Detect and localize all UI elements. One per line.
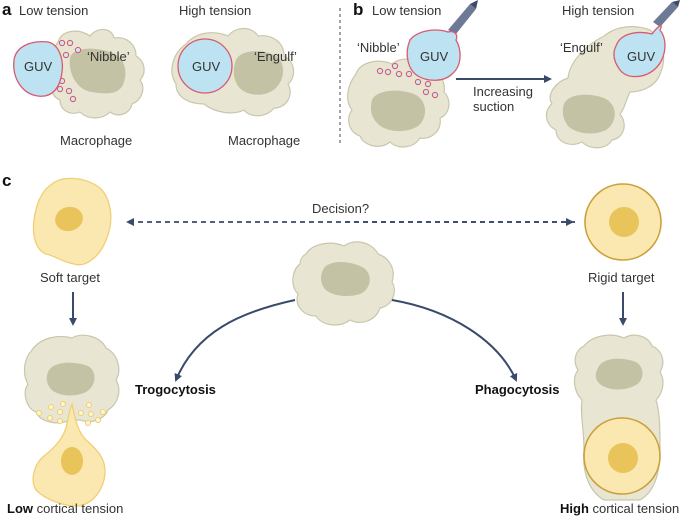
micropipette <box>653 2 678 27</box>
nucleus <box>595 358 643 390</box>
nucleus <box>69 48 126 94</box>
low-bold: Low <box>7 501 34 516</box>
macrophage-nibble: GUV ‘Nibble’ <box>13 28 145 119</box>
guv <box>613 24 666 78</box>
nibble-label: ‘Nibble’ <box>87 49 130 64</box>
guv-label: GUV <box>192 59 221 74</box>
macrophage-label-left: Macrophage <box>60 133 132 148</box>
vesicles <box>56 39 82 103</box>
panel-b-right-title: High tension <box>562 3 634 18</box>
rigid-target-nucleus <box>609 207 639 237</box>
nucleus <box>321 262 370 296</box>
high-cortical-tension-label: High cortical tension <box>560 501 679 516</box>
panel-a-right-title: High tension <box>179 3 251 18</box>
soft-target-nucleus <box>55 206 83 232</box>
trogocytosis-label: Trogocytosis <box>135 382 216 397</box>
nibble-label: ‘Nibble’ <box>357 40 400 55</box>
guv-label: GUV <box>24 59 53 74</box>
panel-b-left-title: Low tension <box>372 3 441 18</box>
guv-label: GUV <box>420 49 449 64</box>
rigid-target-label: Rigid target <box>588 270 655 285</box>
guv <box>13 40 64 97</box>
high-bold: High <box>560 501 589 516</box>
suction-label: suction <box>473 99 514 114</box>
nucleus <box>562 94 615 134</box>
high-rest: cortical tension <box>589 501 679 516</box>
guv <box>177 38 233 94</box>
micropipette <box>448 4 476 34</box>
nucleus <box>46 362 95 396</box>
phagocytosis-label: Phagocytosis <box>475 382 560 397</box>
panel-a-letter: a <box>2 0 12 19</box>
panel-a: a Low tension High tension GUV ‘Nibble’ … <box>2 0 300 148</box>
low-rest: cortical tension <box>33 501 123 516</box>
panel-c-letter: c <box>2 171 11 190</box>
micropipette-tip <box>672 0 680 7</box>
panel-c: c Soft target Decision? Rigid target Tro… <box>2 171 679 516</box>
trogocytosis-arrow <box>174 299 296 382</box>
low-cortical-tension-label: Low cortical tension <box>7 501 123 516</box>
macrophage-engulf: GUV ‘Engulf’ <box>171 27 297 117</box>
trogocytosis-result <box>23 334 120 507</box>
vesicles <box>376 62 439 99</box>
panel-a-left-title: Low tension <box>19 3 88 18</box>
micropipette-tip <box>470 0 478 9</box>
nucleus <box>233 51 284 95</box>
engulf-label: ‘Engulf’ <box>254 49 297 64</box>
trogocytosed-fragments <box>35 400 107 427</box>
engulf-label: ‘Engulf’ <box>560 40 603 55</box>
macrophage-label-right: Macrophage <box>228 133 300 148</box>
guv <box>406 29 461 81</box>
panel-b: b Low tension High tension GUV ‘Nibble’ … <box>347 0 680 149</box>
decision-label: Decision? <box>312 201 369 216</box>
nucleus <box>370 90 426 132</box>
increasing-label: Increasing <box>473 84 533 99</box>
rigid-target-nucleus <box>608 443 638 473</box>
phagocytosis-result <box>573 334 664 501</box>
soft-target-label: Soft target <box>40 270 100 285</box>
guv-label: GUV <box>627 49 656 64</box>
phagocytosis-arrow <box>391 299 518 382</box>
panel-b-letter: b <box>353 0 363 19</box>
soft-target-nucleus <box>61 447 83 475</box>
